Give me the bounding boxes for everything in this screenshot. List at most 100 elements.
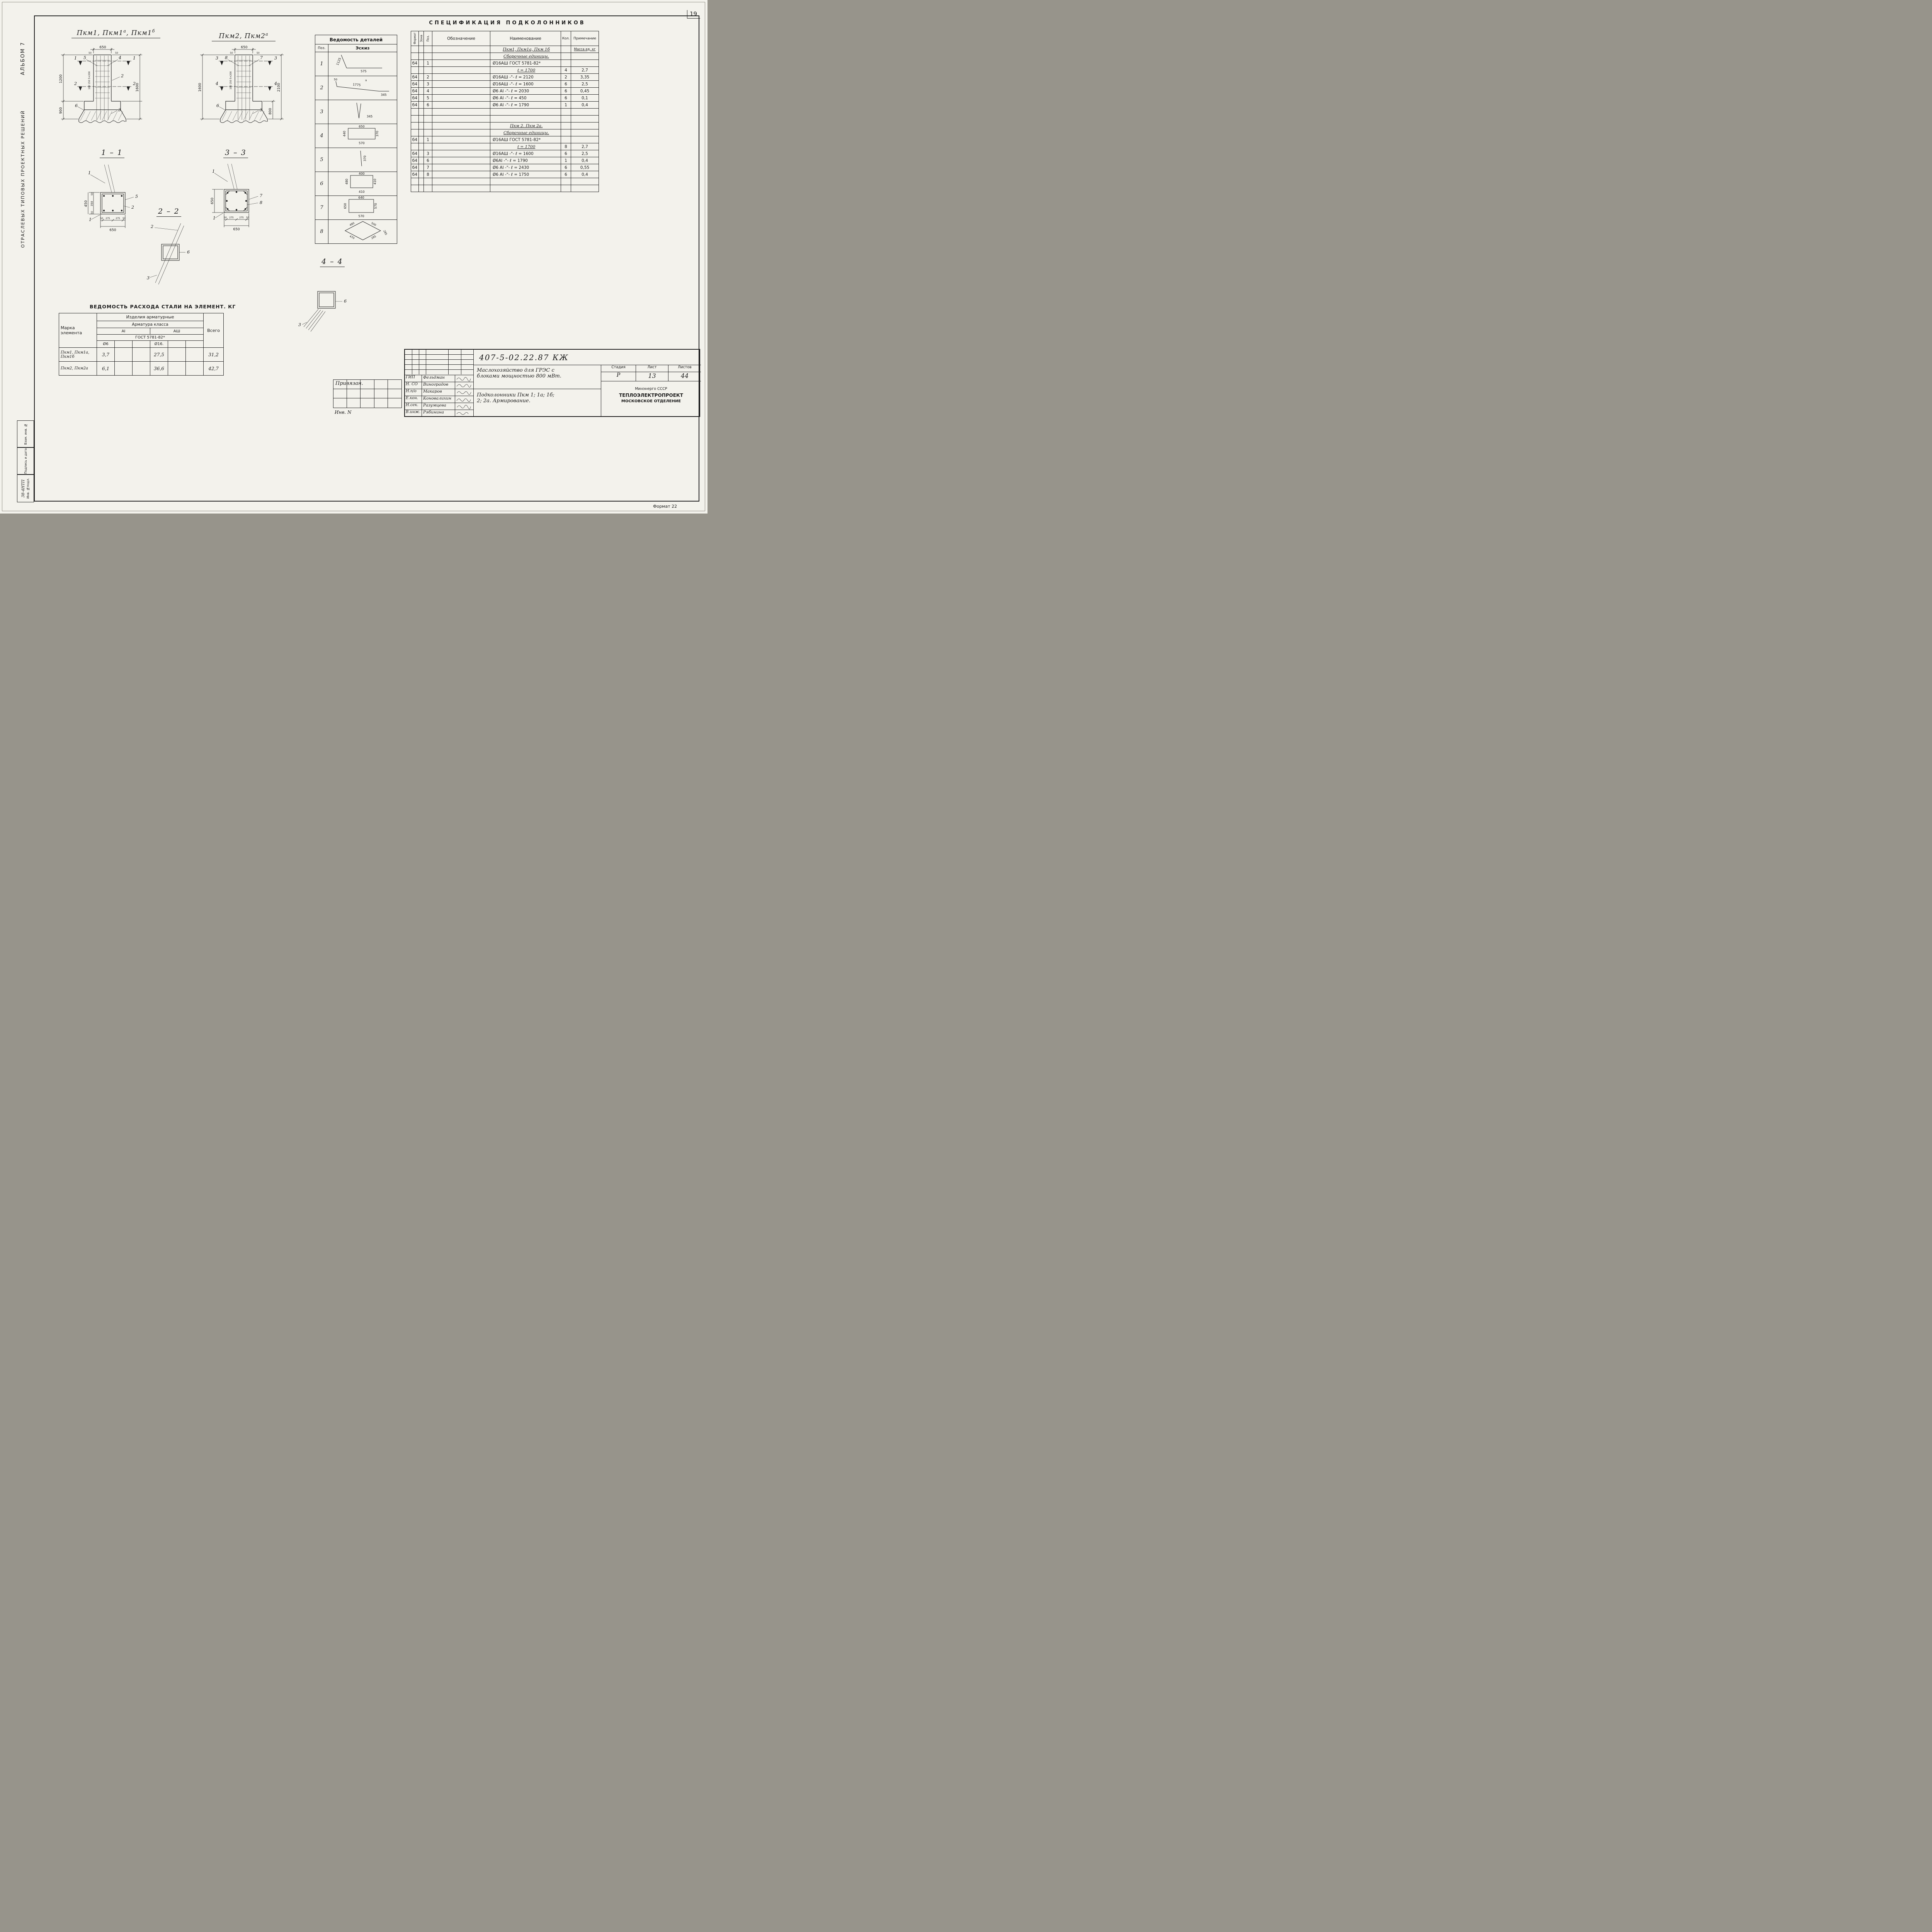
empty-cell <box>432 185 490 192</box>
spec-note: 0,1 <box>571 94 599 102</box>
section-2-2-title: 2 – 2 <box>156 207 181 217</box>
person-role: Н.сек. <box>405 403 422 410</box>
spec-pos <box>423 129 432 136</box>
s33-callout-1a: 1 <box>212 169 215 174</box>
spec-pos: 2 <box>423 73 432 81</box>
sheet-subject-cell: Подколонники Пкм 1; 1а; 1б; 2; 2а. Армир… <box>474 389 601 417</box>
pkm2-footing-hatch <box>221 111 265 121</box>
s11-context-bars <box>104 164 115 193</box>
s11-dimension-lines <box>88 192 126 228</box>
s33-callout-7: 7 <box>260 193 262 198</box>
spec-qty: 8 <box>561 143 571 150</box>
s33-dim-650-left: 650 <box>211 197 214 204</box>
spec-zone <box>418 150 424 157</box>
spec-format <box>411 46 419 53</box>
spec-table: Формат Зона Поз. Обозначение Наименовани… <box>411 31 599 192</box>
spec-format: б4 <box>411 101 419 109</box>
format-label: Формат 22 <box>653 504 677 509</box>
spec-note <box>571 122 599 129</box>
document-number: 407-5-02.22.87 КЖ <box>474 350 701 365</box>
spec-header-row: Формат Зона Поз. Обозначение Наименовани… <box>411 31 599 46</box>
revision-row <box>405 365 473 370</box>
spec-zone <box>418 157 424 164</box>
steel-total-value: 42,7 <box>203 361 224 376</box>
spec-group-title: Пкм 2. Пкм 2а. <box>510 123 543 128</box>
spec-note <box>571 136 599 143</box>
attachment-grid: Привязан. <box>333 379 402 408</box>
spec-col-zone: Зона <box>418 31 424 46</box>
person-role: Н. СО <box>405 382 422 389</box>
section-4-4-title: 4 – 4 <box>320 257 345 267</box>
sheet-subject-line1: Подколонники Пкм 1; 1а; 1б; <box>477 392 554 398</box>
person-role: В.инж. <box>405 410 422 417</box>
spec-qty: 6 <box>561 87 571 95</box>
s44-callout-leaders <box>302 301 342 325</box>
spec-qty <box>561 122 571 129</box>
steel-mark: Пкм2, Пкм2а <box>59 361 97 376</box>
spec-format: б4 <box>411 164 419 171</box>
s44-bar-bundle <box>303 309 326 332</box>
spec-note <box>571 129 599 136</box>
spec-name: Ø16АШ -"- ℓ = 1600 <box>490 150 561 157</box>
detail4-dim-440: 440 <box>343 131 346 136</box>
spec-designation <box>432 150 490 157</box>
empty-cell <box>423 178 432 185</box>
empty-cell <box>423 115 432 122</box>
steel-blank <box>168 347 186 362</box>
spec-designation <box>432 101 490 109</box>
empty-cell <box>561 108 571 116</box>
spec-col-zone-label: Зона <box>420 35 423 42</box>
s11-dim-b50b: 50 <box>122 217 126 220</box>
pkm1-tie-spacing: 100 150 5×200 <box>88 71 91 89</box>
pkm2-title-sup-a: а <box>265 32 269 37</box>
s11-dim-b50a: 50 <box>100 217 103 220</box>
spec-col-format: Формат <box>411 31 419 46</box>
margin-box-podpis-label: Подпись и дата <box>24 448 27 474</box>
spec-qty: 6 <box>561 171 571 178</box>
attachment-cells <box>333 380 401 408</box>
steel-col-d16: Ø16. <box>150 340 168 348</box>
margin-box-vzam-label: Взам. инв. № <box>24 423 27 445</box>
sheets-label-cell: Листов <box>668 365 701 372</box>
empty-cell <box>411 178 419 185</box>
steel-col-blank <box>168 340 186 348</box>
margin-album-label: АЛЬБОМ 7 <box>20 42 26 75</box>
spec-group-subtitle: Сборочные единицы. <box>503 130 549 135</box>
s22-callout-6: 6 <box>187 250 190 255</box>
spec-pos <box>423 122 432 129</box>
sheet-label-cell: Лист <box>636 365 668 372</box>
pkm2-callout-leaders <box>219 59 260 114</box>
spec-format: б4 <box>411 94 419 102</box>
signature-scribble <box>456 412 469 415</box>
spec-name: Ø6 АI -"- ℓ = 1750 <box>490 171 561 178</box>
s11-dim-350: 350 <box>90 201 94 206</box>
s44-callout-3: 3 <box>298 322 301 327</box>
org-ministry: Минэнерго СССР <box>635 387 667 391</box>
section-4-4-drawing: 6 3 <box>298 291 347 332</box>
s33-context-bars <box>227 163 238 190</box>
spec-pos <box>423 53 432 60</box>
empty-cell <box>418 178 424 185</box>
steel-total-value: 31,2 <box>203 347 224 362</box>
steel-d16-value: 27,5 <box>150 347 168 362</box>
spec-name: ℓ = 1700 <box>517 144 536 149</box>
detail-row: 5 370 <box>315 148 397 172</box>
spec-designation <box>432 136 490 143</box>
spec-qty <box>561 46 571 53</box>
signature-scribble <box>456 398 471 402</box>
